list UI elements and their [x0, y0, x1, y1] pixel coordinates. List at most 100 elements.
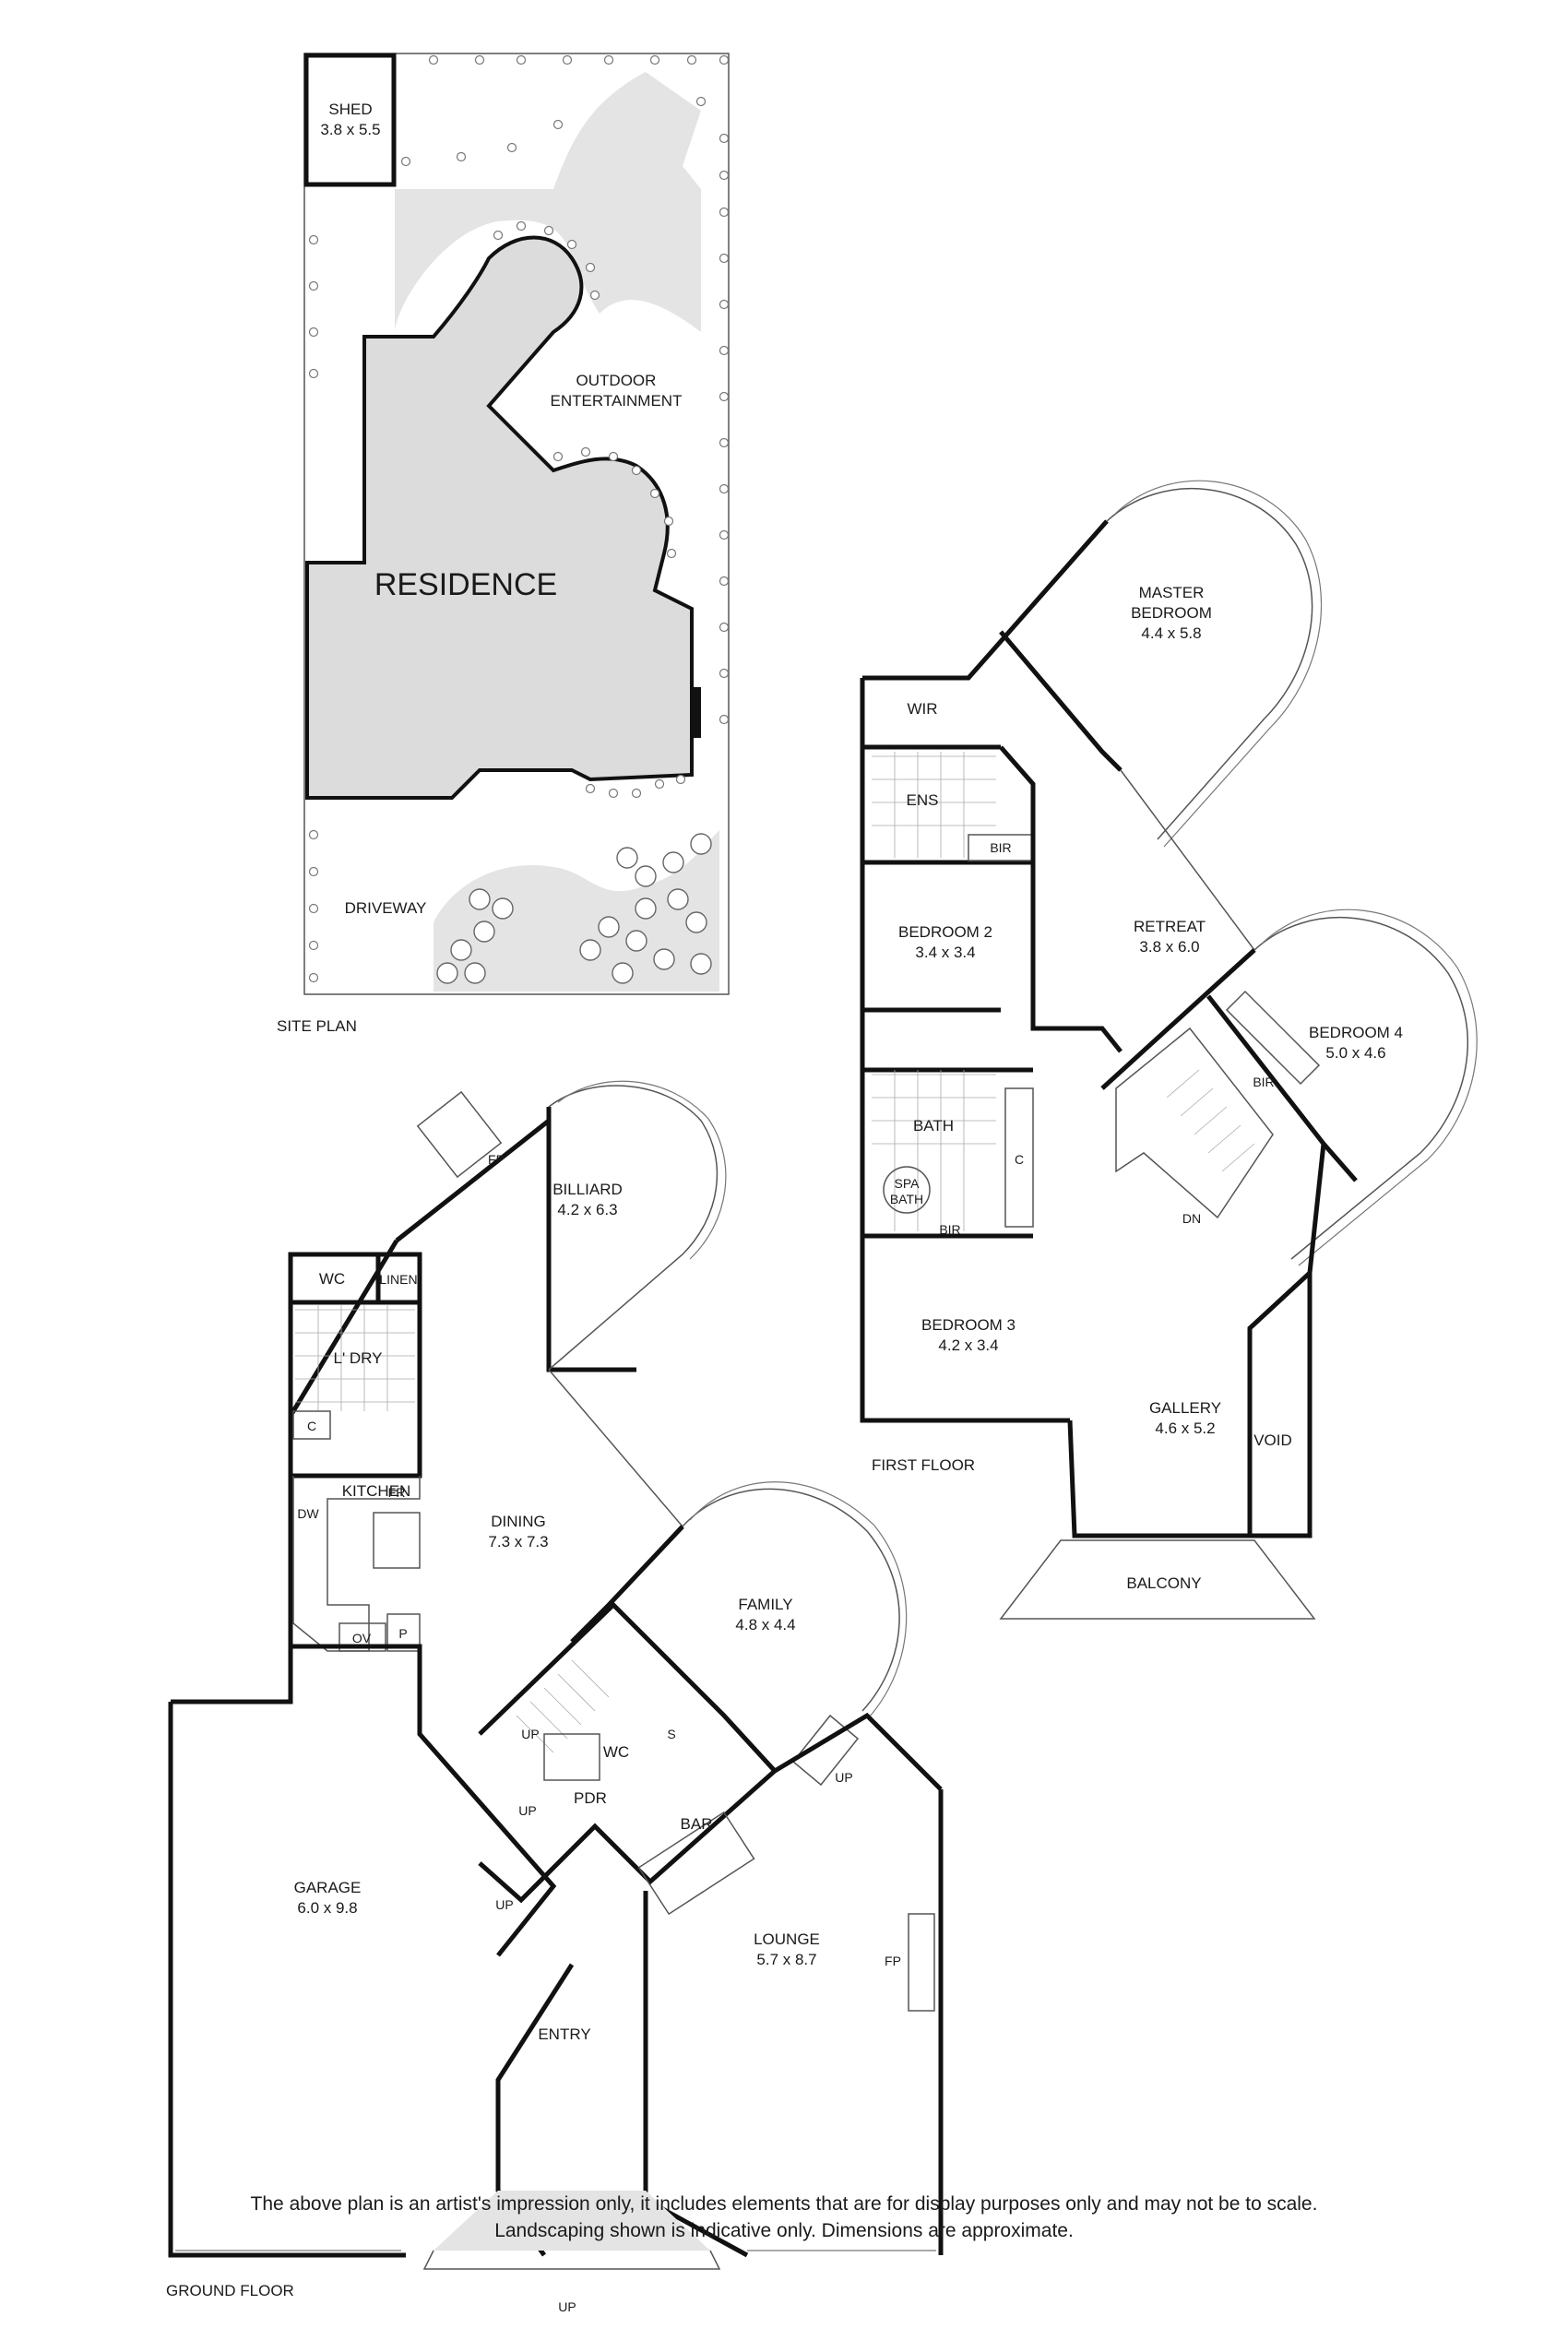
tree-icon	[464, 962, 486, 984]
shrub-icon	[719, 345, 730, 356]
up-4: UP	[835, 1770, 852, 1785]
tree-icon	[685, 911, 707, 933]
tree-icon	[667, 888, 689, 910]
lounge-wall	[643, 1712, 943, 2121]
bed2-dims: 3.4 x 3.4	[915, 944, 975, 961]
kitchen-label: KITCHEN	[342, 1482, 411, 1500]
family-arc	[682, 1488, 900, 1712]
bed4-dims: 5.0 x 4.6	[1325, 1044, 1385, 1062]
shrub-icon	[308, 972, 319, 983]
shrub-icon	[585, 262, 596, 273]
tree-icon	[662, 851, 684, 873]
shrub-icon	[552, 119, 564, 130]
bed4-arc	[1253, 917, 1469, 1260]
lounge-dims: 5.7 x 8.7	[756, 1951, 816, 1968]
void-label: VOID	[1253, 1431, 1292, 1449]
dining-label: DINING	[491, 1513, 546, 1530]
gallery-label: GALLERY	[1149, 1399, 1221, 1417]
disclaimer-line-1: The above plan is an artist's impression…	[250, 2193, 1318, 2215]
bed4-window	[1261, 909, 1478, 1266]
ground-floor-plan: FP BILLIARD 4.2 x 6.3 WC LINEN L' DRY C …	[168, 1080, 944, 2314]
pantry-label: P	[398, 1626, 407, 1641]
balcony-label: BALCONY	[1126, 1574, 1201, 1592]
linen-c	[1004, 1087, 1034, 1228]
bed3-dims: 4.2 x 3.4	[938, 1336, 998, 1354]
oven	[339, 1622, 386, 1652]
shrub-icon	[719, 54, 730, 65]
bed2-label: BEDROOM 2	[898, 923, 992, 941]
master-label-1: MASTER	[1139, 584, 1205, 601]
service-block	[288, 1252, 422, 1479]
billiard-arc	[548, 1085, 719, 1371]
shrub-icon	[456, 151, 467, 162]
retreat-label: RETREAT	[1134, 918, 1206, 935]
shrub-icon	[695, 96, 707, 107]
spa-label-1: SPA	[895, 1176, 921, 1191]
lounge-label: LOUNGE	[754, 1930, 820, 1948]
kitchen-island	[373, 1512, 421, 1569]
shrub-icon	[308, 280, 319, 291]
shrub-icon	[308, 940, 319, 951]
tree-icon	[635, 897, 657, 920]
cupboard-label: C	[307, 1419, 316, 1433]
spa-bath	[883, 1166, 931, 1214]
dn-label: DN	[1182, 1211, 1201, 1226]
tree-icon	[653, 948, 675, 970]
shrub-icon	[719, 391, 730, 402]
outdoor-label-1: OUTDOOR	[576, 372, 657, 389]
c-label: C	[1015, 1152, 1024, 1167]
site-plan: SHED 3.8 x 5.5 RESIDENCE OUTDOOR ENTERTA…	[303, 53, 730, 995]
site-trees	[436, 833, 712, 984]
shrub-icon	[308, 866, 319, 877]
tree-icon	[690, 953, 712, 975]
bed4-label: BEDROOM 4	[1309, 1024, 1403, 1041]
shrub-icon	[603, 54, 614, 65]
bed3-label: BEDROOM 3	[921, 1316, 1016, 1334]
shrub-icon	[719, 622, 730, 633]
shrub-icon	[675, 774, 686, 785]
shrub-icon	[493, 230, 504, 241]
bath-tiles	[872, 1070, 996, 1231]
tree-icon	[616, 847, 638, 869]
shrub-icon	[719, 529, 730, 540]
tree-icon	[436, 962, 458, 984]
tree-icon	[469, 888, 491, 910]
shrub-icon	[566, 239, 577, 250]
wc2-label: WC	[603, 1743, 629, 1761]
shrub-icon	[608, 788, 619, 799]
dining-dims: 7.3 x 7.3	[488, 1533, 548, 1550]
gallery-wall	[1067, 1143, 1326, 1538]
shrub-icon	[308, 903, 319, 914]
shrub-icon	[719, 253, 730, 264]
shrub-icon	[631, 465, 642, 476]
wc-label: WC	[319, 1270, 345, 1288]
shrub-icon	[516, 220, 527, 232]
tree-icon	[635, 865, 657, 887]
stair-void	[1115, 1027, 1274, 1219]
shed-outline	[303, 53, 397, 187]
site-boundary	[303, 53, 730, 995]
pdr-label: PDR	[574, 1789, 607, 1807]
balcony-outline	[999, 1539, 1316, 1620]
shrub-icon	[580, 446, 591, 457]
first-floor-title: FIRST FLOOR	[872, 1456, 975, 1474]
master-window	[1113, 480, 1323, 848]
garage-label: GARAGE	[294, 1879, 362, 1896]
shrub-icon	[649, 54, 660, 65]
site-plan-title: SITE PLAN	[277, 1017, 357, 1035]
laundry-tiles	[295, 1305, 415, 1411]
shrub-icon	[666, 548, 677, 559]
bar-counter	[637, 1811, 755, 1916]
entry-label: ENTRY	[538, 2025, 590, 2043]
spa-label-2: BATH	[890, 1192, 923, 1206]
up-1: UP	[521, 1727, 539, 1741]
shrub-icon	[506, 142, 517, 153]
shrub-icon	[585, 783, 596, 794]
tree-icon	[579, 939, 601, 961]
family-window	[689, 1481, 908, 1718]
laundry-label: L' DRY	[333, 1349, 382, 1367]
bed4-wall	[1100, 948, 1358, 1182]
bath-label: BATH	[913, 1117, 954, 1134]
shrub-icon	[474, 54, 485, 65]
